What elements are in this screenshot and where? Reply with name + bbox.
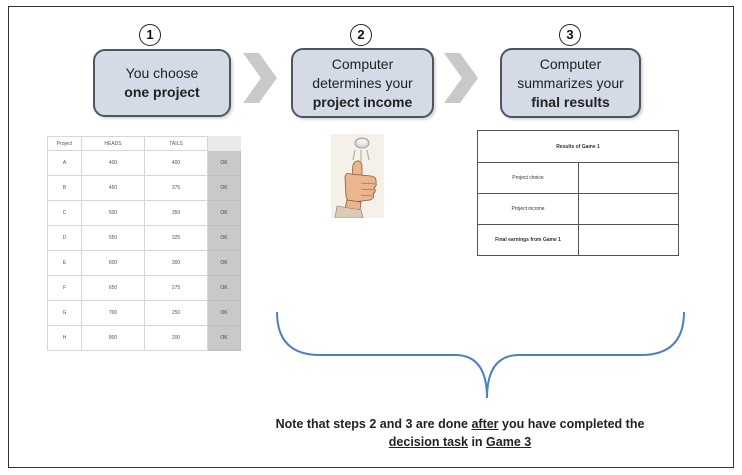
results-row-value — [577, 193, 680, 225]
step-1-line1: You choose — [125, 65, 199, 81]
tails-cell: 400 — [144, 150, 208, 176]
step-2-bold: project income — [312, 93, 413, 110]
note-part: Note that steps 2 and 3 are done — [275, 417, 472, 431]
ok-button[interactable]: OK — [207, 250, 241, 276]
results-row-value — [577, 224, 680, 256]
step-3-line1: Computer — [539, 55, 602, 72]
heads-cell: 550 — [81, 225, 145, 251]
results-table: Results of Game 1 Project choice Project… — [476, 130, 680, 256]
step-3-box: Computer summarizes your final results — [500, 48, 641, 118]
project-cell: H — [47, 325, 82, 351]
heads-cell: 800 — [81, 325, 145, 351]
ok-button[interactable]: OK — [207, 225, 241, 251]
chevron-right-icon — [444, 53, 478, 103]
chevron-right-icon — [243, 53, 277, 103]
project-cell: B — [47, 175, 82, 201]
step-1-number: 1 — [139, 24, 161, 46]
results-row-value — [577, 162, 680, 194]
note-part: you have completed the — [498, 417, 645, 431]
ok-column-header — [207, 136, 241, 151]
note-part: in — [467, 435, 487, 449]
note-text: Note that steps 2 and 3 are done after y… — [180, 415, 740, 451]
ok-button[interactable]: OK — [207, 150, 241, 176]
step-2-number: 2 — [350, 24, 372, 46]
step-1-box: You choose one project — [93, 49, 231, 117]
step-3-bold: final results — [531, 93, 610, 110]
step-3-line2: summarizes your — [517, 74, 624, 91]
project-cell: F — [47, 275, 82, 301]
note-underline: Game 3 — [486, 435, 532, 449]
project-cell: G — [47, 300, 82, 326]
thumb-coin-toss-icon — [331, 134, 384, 218]
step-2-box: Computer determines your project income — [291, 48, 434, 118]
step-3-number: 3 — [559, 24, 581, 46]
results-row-label: Final earnings from Game 1 — [477, 224, 579, 256]
results-title: Results of Game 1 — [476, 130, 680, 163]
step-1-bold: one project — [124, 84, 200, 100]
project-cell: C — [47, 200, 82, 226]
ok-button[interactable]: OK — [207, 325, 241, 351]
heads-cell: 400 — [81, 150, 145, 176]
tails-cell: 200 — [144, 325, 208, 351]
ok-button[interactable]: OK — [207, 175, 241, 201]
ok-button[interactable]: OK — [207, 275, 241, 301]
note-underline: after — [471, 417, 499, 431]
step-2-line2: determines your — [312, 74, 413, 91]
step-2-line1: Computer — [331, 55, 394, 72]
results-row-label: Project choice — [477, 162, 579, 194]
ok-button[interactable]: OK — [207, 200, 241, 226]
note-underline: decision task — [388, 435, 468, 449]
